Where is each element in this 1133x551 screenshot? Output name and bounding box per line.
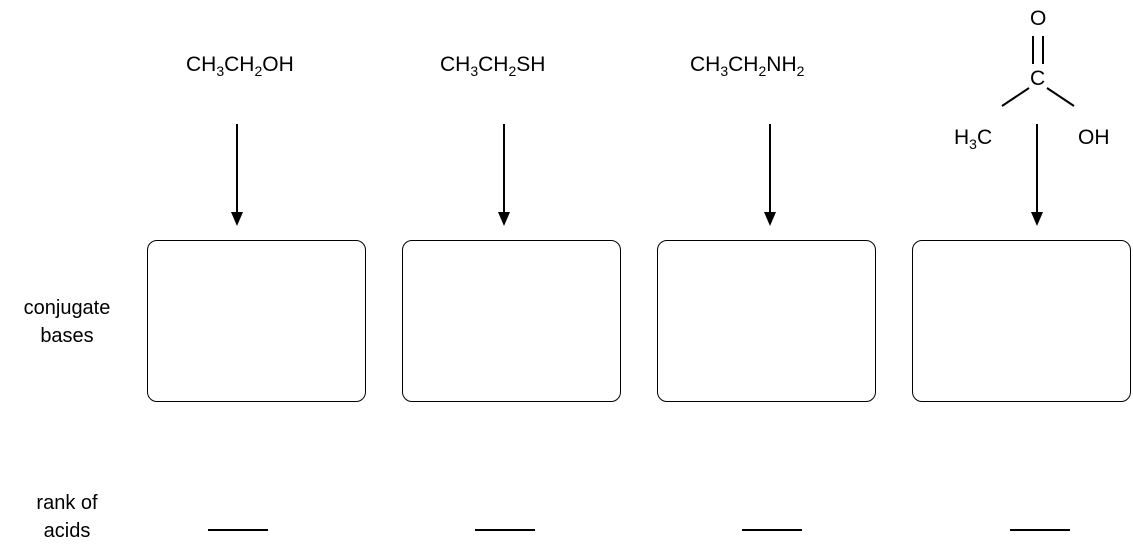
formula-part: CH [478,53,509,76]
acid-formula-ethylamine: CH3CH2NH2 [690,53,804,78]
formula-part: OH [262,53,294,76]
hydroxyl-bond [1046,87,1075,107]
acetic-acid-bonds [1001,36,1075,107]
methyl-subscript: 3 [969,136,977,152]
arrow-down-3 [764,124,776,226]
formula-part: NH [766,53,797,76]
formula-subscript: 3 [216,63,225,79]
formula-part: CH [440,53,471,76]
rank-blank-3[interactable] [742,529,802,531]
methyl-h: H [954,126,970,149]
oxygen-atom: O [1030,7,1047,30]
formula-part: SH [516,53,546,76]
rank-blank-2[interactable] [475,529,535,531]
rank-of-acids-label: rank of acids [0,489,134,545]
methyl-group: H3C [954,126,993,151]
conjugate-base-box-3[interactable] [657,240,876,402]
acid-formula-ethanol: CH3CH2OH [186,53,294,78]
formula-part: CH [186,53,217,76]
conjugate-base-box-4[interactable] [912,240,1131,402]
conjugate-base-box-1[interactable] [147,240,366,402]
acid-formula-ethanethiol: CH3CH2SH [440,53,546,78]
hydroxyl-group: OH [1078,126,1110,149]
formula-subscript: 2 [254,63,263,79]
rank-blank-4[interactable] [1010,529,1070,531]
formula-part: CH [728,53,759,76]
carbonyl-carbon-atom: C [1030,67,1046,90]
acid-structure-acetic-acid: O C H3C OH [950,0,1133,160]
formula-subscript: 2 [508,63,517,79]
label-line: conjugate [23,297,111,319]
formula-subscript: 2 [758,63,767,79]
formula-part: CH [690,53,721,76]
label-line: bases [40,325,94,347]
formula-part: CH [224,53,255,76]
methyl-bond [1001,87,1030,107]
methyl-c: C [976,126,993,149]
arrow-down-1 [231,124,243,226]
formula-subscript: 2 [796,63,805,79]
formula-subscript: 3 [720,63,729,79]
formula-subscript: 3 [470,63,479,79]
conjugate-bases-label: conjugate bases [0,294,134,350]
arrow-down-4 [1031,124,1043,226]
label-line: rank of [36,492,98,514]
conjugate-base-box-2[interactable] [402,240,621,402]
rank-blank-1[interactable] [208,529,268,531]
label-line: acids [43,520,91,542]
arrow-down-2 [498,124,510,226]
